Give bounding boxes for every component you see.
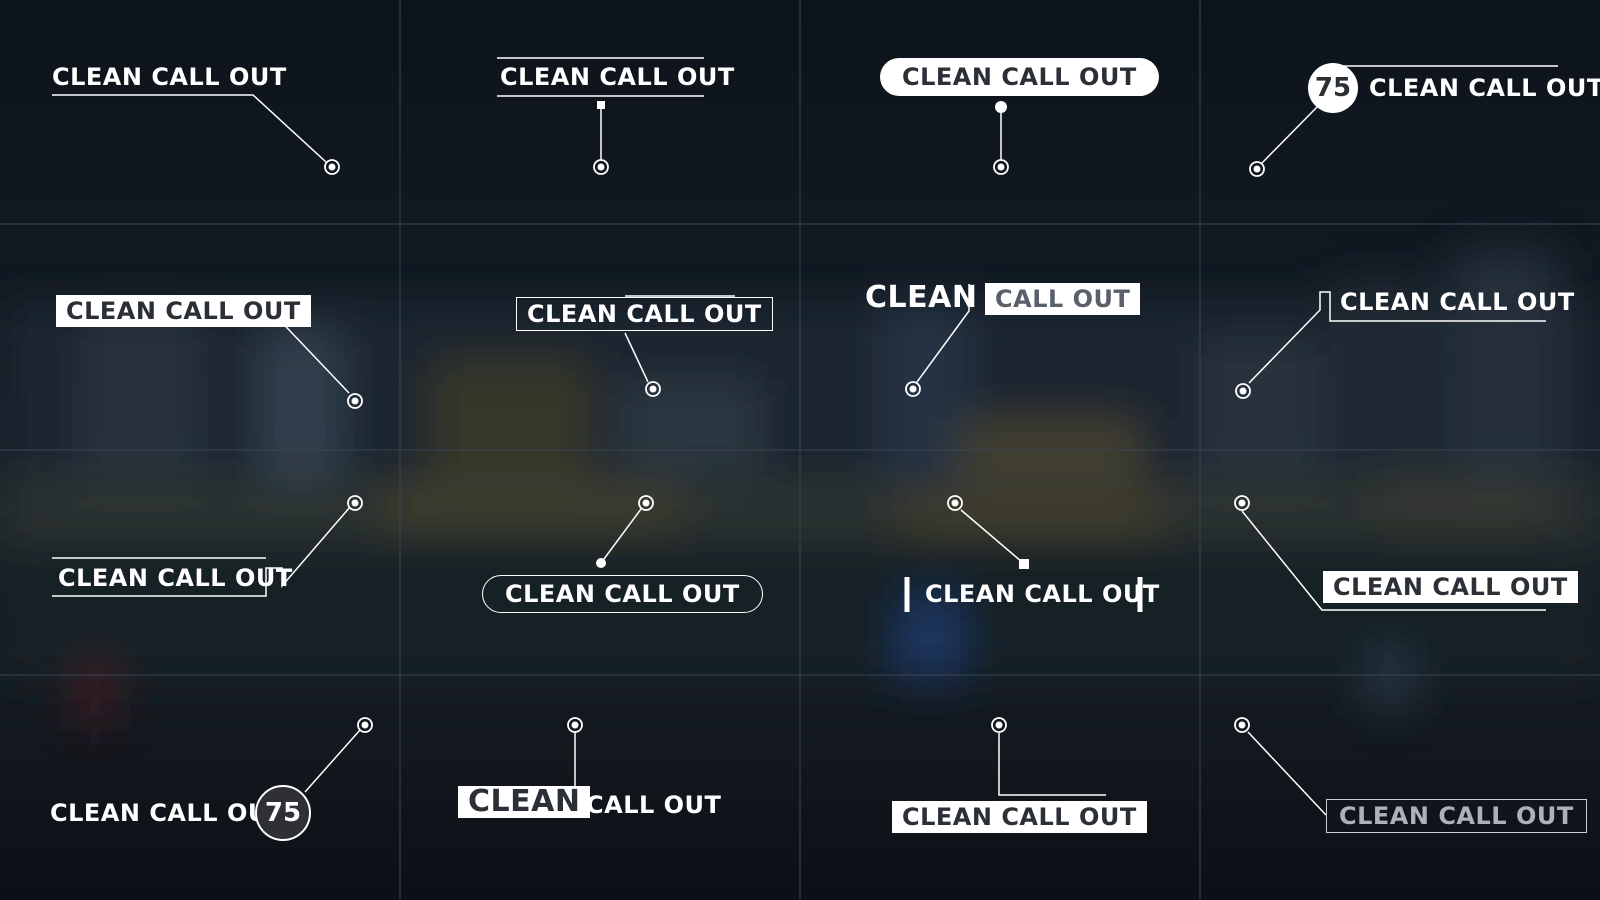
callout-label[interactable]: CLEAN CALL OUT <box>482 575 763 613</box>
anchor-ring-icon[interactable] <box>357 717 373 733</box>
anchor-ring-icon[interactable] <box>947 495 963 511</box>
callout-label[interactable]: CLEAN CALL OUT <box>58 564 293 592</box>
leader-line <box>960 509 1023 563</box>
callout-label[interactable]: CLEAN CALL OUT <box>880 58 1159 96</box>
anchor-dot-icon <box>351 397 359 405</box>
joint-square-icon <box>1019 559 1029 569</box>
anchor-dot-icon <box>328 163 336 171</box>
callout-label[interactable]: CLEAN CALL OUT <box>500 63 735 91</box>
anchor-dot-icon <box>951 499 959 507</box>
anchor-ring-icon[interactable] <box>1235 383 1251 399</box>
anchor-ring-icon[interactable] <box>347 495 363 511</box>
anchor-dot-icon <box>649 385 657 393</box>
anchor-ring-icon[interactable] <box>347 393 363 409</box>
callout-label[interactable]: CALL OUT <box>985 283 1141 315</box>
number-badge: 75 <box>1308 63 1358 113</box>
anchor-dot-icon <box>571 721 579 729</box>
leader-line <box>600 508 642 564</box>
leader-line <box>1241 510 1546 611</box>
leader-line <box>1261 103 1321 164</box>
anchor-ring-icon[interactable] <box>645 381 661 397</box>
anchor-dot-icon <box>361 721 369 729</box>
anchor-ring-icon[interactable] <box>993 159 1009 175</box>
anchor-dot-icon <box>597 163 605 171</box>
anchor-ring-icon[interactable] <box>593 159 609 175</box>
callout-label[interactable]: CLEAN CALL OUT <box>925 580 1160 608</box>
anchor-dot-icon <box>351 499 359 507</box>
anchor-dot-icon <box>909 385 917 393</box>
anchor-dot-icon <box>642 499 650 507</box>
anchor-ring-icon[interactable] <box>1234 717 1250 733</box>
callout-label[interactable]: CALL OUT <box>586 791 722 819</box>
callout-label[interactable]: CLEAN CALL OUT <box>1340 288 1575 316</box>
callout-label[interactable]: CLEAN CALL OUT <box>1323 571 1578 603</box>
callout-label[interactable]: CLEAN <box>865 280 978 315</box>
anchor-dot-icon <box>1238 721 1246 729</box>
leader-line <box>998 733 1106 796</box>
leader-line <box>52 506 351 597</box>
leader-line <box>304 729 361 793</box>
leader-line <box>916 284 970 383</box>
callout-label[interactable]: CLEAN CALL OUT <box>56 295 311 327</box>
anchor-ring-icon[interactable] <box>1234 495 1250 511</box>
anchor-dot-icon <box>995 721 1003 729</box>
anchor-ring-icon[interactable] <box>567 717 583 733</box>
leader-line <box>624 332 649 383</box>
anchor-dot-icon <box>1253 165 1261 173</box>
leader-line <box>1248 291 1546 384</box>
callout-label[interactable]: CLEAN <box>458 786 591 818</box>
anchor-ring-icon[interactable] <box>638 495 654 511</box>
callout-label[interactable]: CLEAN CALL OUT <box>50 799 285 827</box>
callout-label[interactable]: CLEAN CALL OUT <box>1326 799 1587 833</box>
leader-line <box>1247 731 1327 816</box>
callout-label[interactable]: CLEAN CALL OUT <box>52 63 287 91</box>
anchor-dot-icon <box>1239 387 1247 395</box>
anchor-dot-icon <box>1238 499 1246 507</box>
callout-label[interactable]: CLEAN CALL OUT <box>1369 74 1600 102</box>
callout-label[interactable]: CLEAN CALL OUT <box>516 297 773 331</box>
anchor-ring-icon[interactable] <box>1249 161 1265 177</box>
anchor-ring-icon[interactable] <box>324 159 340 175</box>
anchor-ring-icon[interactable] <box>905 381 921 397</box>
anchor-ring-icon[interactable] <box>991 717 1007 733</box>
anchor-dot-icon <box>997 163 1005 171</box>
number-badge: 75 <box>255 785 311 841</box>
leader-line <box>52 94 327 163</box>
callout-label[interactable]: CLEAN CALL OUT <box>892 801 1147 833</box>
